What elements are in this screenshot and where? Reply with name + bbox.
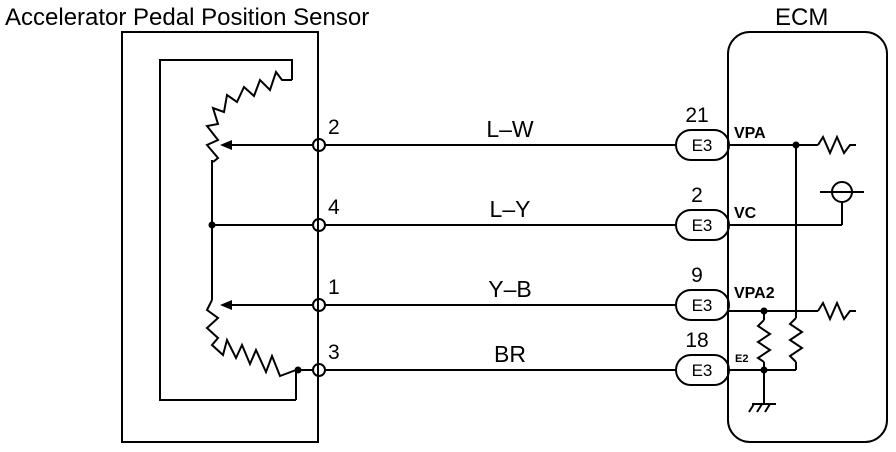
- wiper-arrow: [220, 300, 232, 310]
- wiper-arrow: [220, 140, 232, 150]
- wire-color-label: L–W: [486, 116, 534, 142]
- cavity-number: 18: [685, 329, 708, 352]
- cavity-number: 2: [691, 184, 703, 207]
- cavity-number: 21: [685, 104, 708, 127]
- sensor-inner-frame: [159, 59, 296, 401]
- pin-label: 3: [328, 341, 340, 364]
- sensor-housing: [121, 31, 319, 443]
- connector-label: E3: [692, 216, 713, 235]
- connector-label: E3: [692, 361, 713, 380]
- cavity-number: 9: [691, 264, 703, 287]
- ground-icon: [748, 403, 776, 413]
- upper-potentiometer: [205, 69, 313, 300]
- ecm-housing: [727, 31, 888, 443]
- pin-label: 2: [328, 116, 340, 139]
- signal-label: VPA2: [734, 285, 775, 302]
- pin-label: 1: [328, 276, 340, 299]
- lower-potentiometer: [205, 299, 313, 400]
- connector-label: E3: [692, 136, 713, 155]
- ecm-internal-circuit: [729, 134, 864, 404]
- pin-label: 4: [328, 196, 340, 219]
- sensor-title: Accelerator Pedal Position Sensor: [5, 4, 369, 31]
- ecm-title: ECM: [775, 4, 828, 31]
- harness-wires: [325, 144, 676, 371]
- wire-color-label: L–Y: [490, 196, 531, 222]
- signal-label: VC: [734, 205, 757, 222]
- signal-label: E2: [735, 353, 748, 365]
- junction-dot: [294, 366, 302, 374]
- signal-label: VPA: [734, 125, 766, 142]
- wire-color-label: BR: [494, 341, 526, 367]
- wire-color-label: Y–B: [488, 276, 531, 302]
- connector-e3: [675, 289, 730, 321]
- connector-label: E3: [692, 296, 713, 315]
